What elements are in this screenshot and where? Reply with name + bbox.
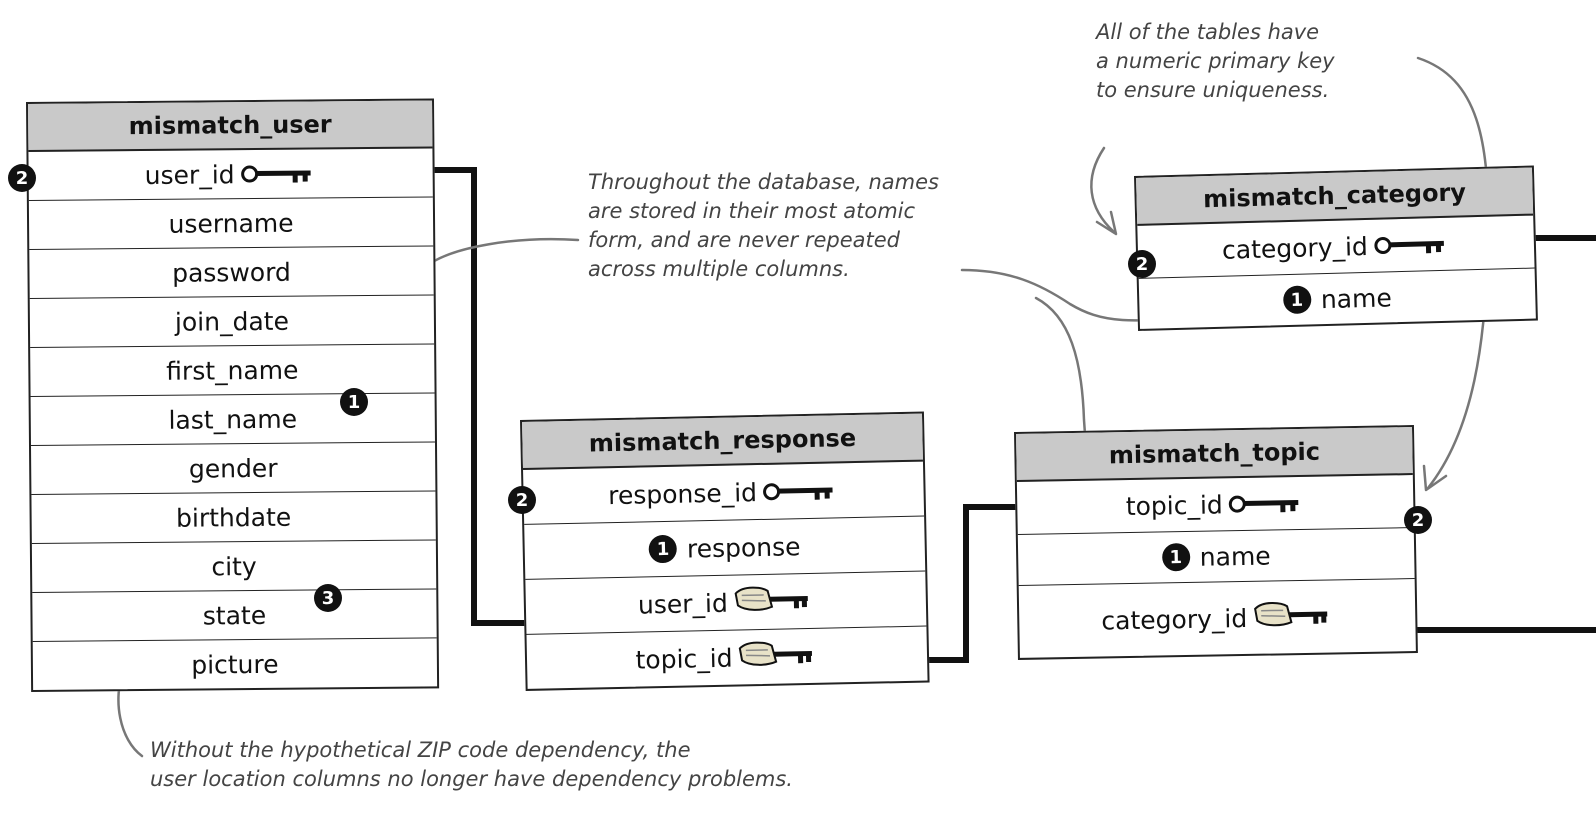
badge-2nf: 2 bbox=[1128, 250, 1156, 278]
column-name: city bbox=[211, 551, 257, 581]
note-line: a numeric primary key bbox=[1096, 49, 1335, 73]
note-line: form, and are never repeated bbox=[588, 228, 901, 252]
column-row: response_id bbox=[523, 461, 925, 525]
column-row: birthdate bbox=[31, 491, 436, 544]
column-row: topic_id bbox=[1016, 475, 1414, 535]
table-header: mismatch_response bbox=[522, 413, 923, 470]
column-name: user_id bbox=[637, 588, 729, 620]
note-line: to ensure uniqueness. bbox=[1096, 78, 1330, 102]
column-name: password bbox=[172, 257, 291, 288]
column-row: 1 name bbox=[1139, 269, 1536, 329]
column-row: password bbox=[29, 246, 434, 299]
table-mismatch-response: mismatch_response response_id 1 response… bbox=[520, 411, 930, 691]
primary-key-icon bbox=[240, 159, 316, 189]
note-line: across multiple columns. bbox=[588, 257, 850, 281]
table-header: mismatch_topic bbox=[1016, 427, 1413, 482]
annotation-arrowhead-pk-topic bbox=[1422, 464, 1448, 492]
table-mismatch-topic: mismatch_topic topic_id 1 name category_… bbox=[1014, 425, 1418, 660]
foreign-key-icon bbox=[738, 639, 819, 675]
column-name: join_date bbox=[174, 306, 289, 337]
column-row: 1 response bbox=[524, 516, 926, 580]
column-name: last_name bbox=[168, 404, 298, 435]
annotation-arrow-pk-category bbox=[1090, 146, 1116, 234]
column-name: category_id bbox=[1221, 231, 1369, 265]
column-row: category_id bbox=[1137, 215, 1535, 279]
badge-1nf: 1 bbox=[340, 388, 368, 416]
badge-2nf: 2 bbox=[8, 164, 36, 192]
column-name: response_id bbox=[607, 477, 758, 510]
column-row: city bbox=[31, 540, 437, 593]
table-header: mismatch_user bbox=[28, 100, 433, 152]
column-row: first_name bbox=[30, 344, 435, 397]
column-name: name bbox=[1320, 282, 1393, 314]
column-row: state bbox=[32, 589, 437, 642]
column-row: topic_id bbox=[527, 627, 928, 689]
badge-1nf: 1 bbox=[1161, 542, 1190, 572]
badge-3nf: 3 bbox=[314, 584, 342, 612]
foreign-key-icon bbox=[733, 584, 814, 620]
column-row: picture bbox=[33, 638, 437, 690]
column-name: state bbox=[202, 600, 267, 630]
column-name: category_id bbox=[1101, 603, 1248, 636]
badge-1nf: 1 bbox=[648, 534, 678, 564]
badge-1nf: 1 bbox=[1282, 285, 1312, 315]
column-row: join_date bbox=[29, 295, 435, 348]
annotation-arrowhead-pk-category bbox=[1095, 210, 1118, 236]
primary-key-icon bbox=[763, 476, 840, 507]
column-name: birthdate bbox=[175, 502, 292, 533]
badge-2nf: 2 bbox=[1404, 506, 1432, 534]
column-row: user_id bbox=[525, 571, 927, 635]
column-name: first_name bbox=[166, 355, 299, 386]
column-name: user_id bbox=[144, 159, 235, 190]
column-name: username bbox=[168, 208, 294, 239]
column-row: username bbox=[28, 197, 434, 250]
note-line: are stored in their most atomic bbox=[588, 199, 916, 223]
column-name: picture bbox=[191, 649, 279, 680]
note-atomic-names: Throughout the database, names are store… bbox=[588, 168, 939, 284]
column-name: response bbox=[686, 531, 801, 564]
column-name: gender bbox=[188, 453, 278, 484]
note-location-dependency: Without the hypothetical ZIP code depend… bbox=[150, 736, 793, 794]
note-line: All of the tables have bbox=[1096, 20, 1320, 44]
column-row: last_name bbox=[30, 393, 435, 446]
primary-key-icon bbox=[1373, 229, 1450, 260]
note-line: user location columns no longer have dep… bbox=[150, 767, 793, 791]
column-row: user_id bbox=[28, 148, 433, 201]
foreign-key-icon bbox=[1253, 599, 1334, 634]
table-mismatch-user: mismatch_user user_id username password … bbox=[26, 98, 440, 692]
column-name: name bbox=[1199, 541, 1271, 572]
column-name: topic_id bbox=[1125, 489, 1224, 521]
column-row: gender bbox=[31, 442, 436, 495]
note-line: Without the hypothetical ZIP code depend… bbox=[150, 738, 691, 762]
note-primary-key: All of the tables have a numeric primary… bbox=[1096, 18, 1335, 105]
column-row: 1 name bbox=[1017, 528, 1415, 586]
primary-key-icon bbox=[1229, 488, 1305, 518]
column-name: topic_id bbox=[635, 643, 733, 675]
badge-2nf: 2 bbox=[508, 486, 536, 514]
column-row: category_id bbox=[1019, 579, 1416, 658]
table-mismatch-category: mismatch_category category_id 1 name bbox=[1134, 165, 1538, 331]
note-line: Throughout the database, names bbox=[588, 170, 939, 194]
